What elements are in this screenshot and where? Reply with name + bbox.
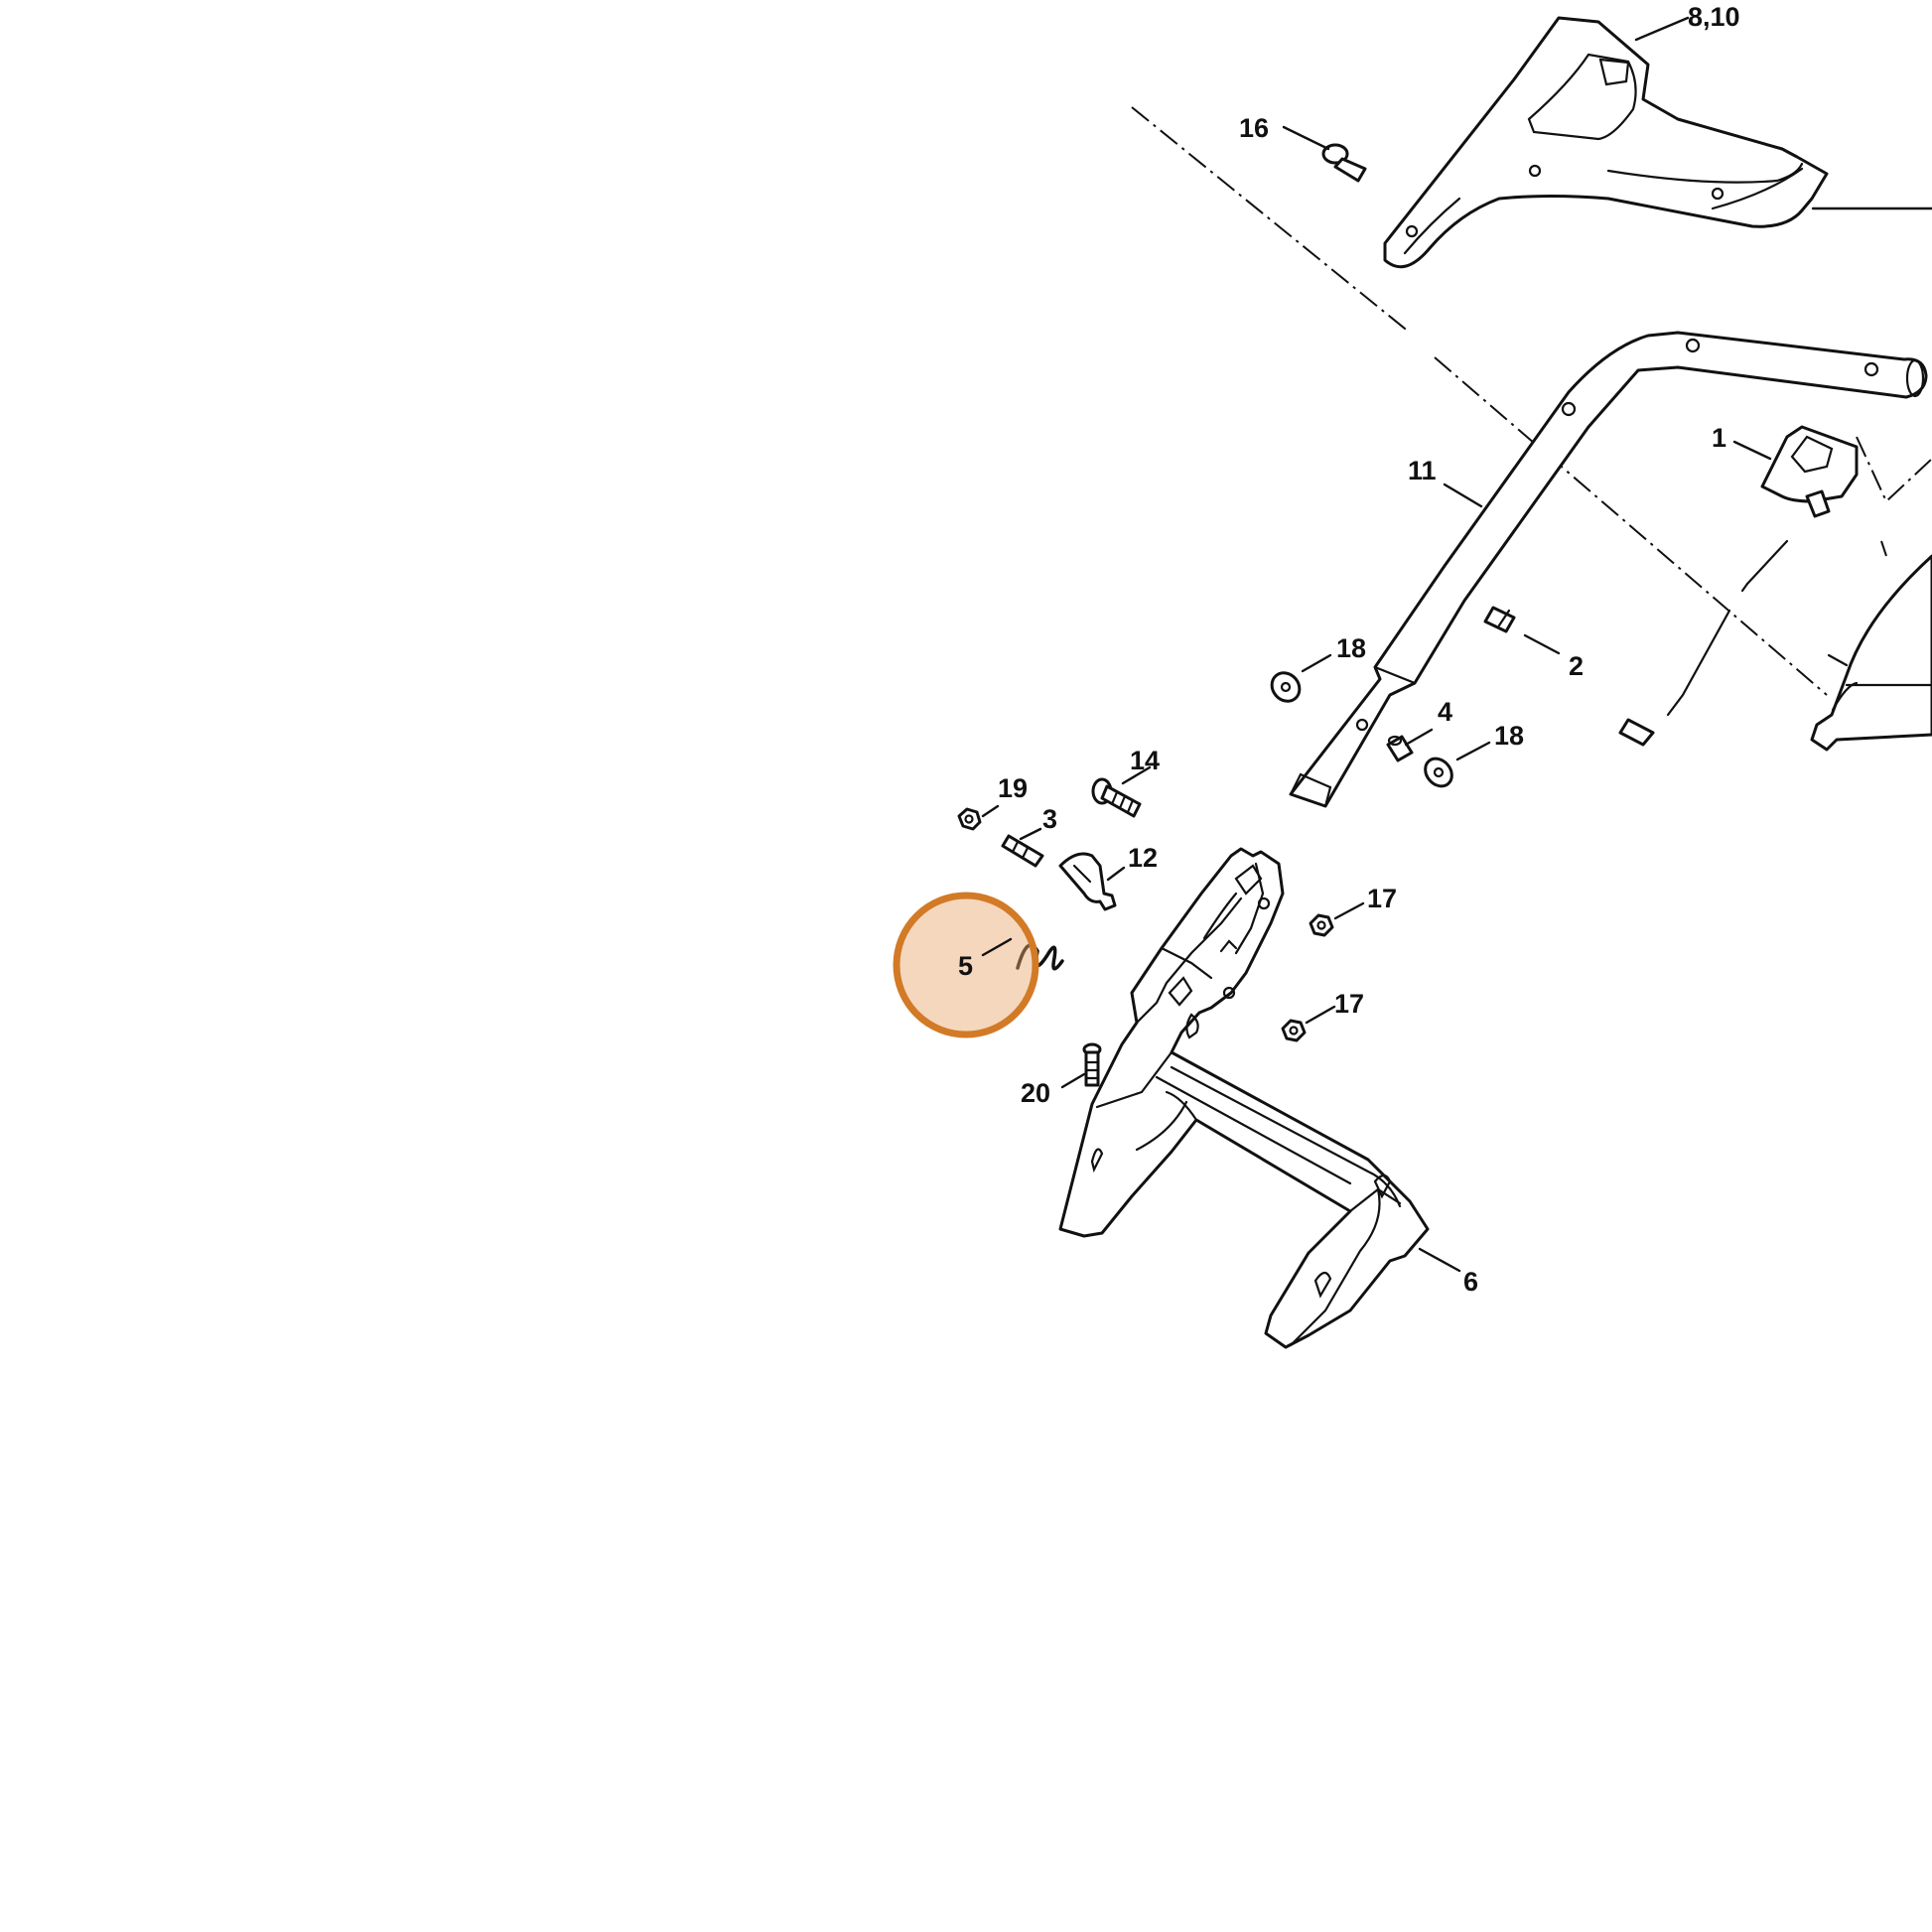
part-nut-17a[interactable] — [1309, 913, 1334, 937]
part-handle-bar[interactable] — [1289, 331, 1928, 808]
callout-3[interactable]: 3 — [1042, 804, 1057, 834]
part-right-housing — [1810, 554, 1932, 752]
part-nut-17b[interactable] — [1281, 1019, 1307, 1042]
leader-lines — [981, 16, 1932, 1273]
part-switch-housing[interactable] — [1618, 425, 1859, 747]
callout-8-10[interactable]: 8,10 — [1688, 2, 1740, 32]
part-pin-4[interactable] — [1386, 735, 1414, 762]
callout-11[interactable]: 11 — [1408, 456, 1437, 485]
callout-18a[interactable]: 18 — [1336, 633, 1366, 663]
callout-5[interactable]: 5 — [958, 951, 973, 981]
callout-14[interactable]: 14 — [1130, 746, 1160, 775]
part-washer-18a[interactable] — [1266, 667, 1305, 707]
callout-16[interactable]: 16 — [1239, 113, 1269, 143]
highlight-marker-part-5[interactable] — [893, 892, 1039, 1038]
part-screw-20[interactable] — [1082, 1042, 1102, 1087]
assembly-axis-lines — [1131, 106, 1932, 696]
callout-4[interactable]: 4 — [1438, 697, 1452, 727]
callout-19[interactable]: 19 — [998, 773, 1028, 803]
part-handle-cover[interactable] — [1383, 16, 1829, 269]
callout-17a[interactable]: 17 — [1367, 884, 1397, 913]
part-lower-frame[interactable] — [1058, 847, 1430, 1349]
callout-1[interactable]: 1 — [1712, 423, 1726, 453]
part-nut-19[interactable] — [957, 807, 982, 831]
highlight-circle[interactable] — [893, 892, 1039, 1038]
part-bolt-16[interactable] — [1321, 143, 1367, 183]
callout-12[interactable]: 12 — [1128, 843, 1158, 873]
callout-2[interactable]: 2 — [1569, 651, 1584, 681]
callout-17b[interactable]: 17 — [1334, 989, 1364, 1019]
callout-18b[interactable]: 18 — [1494, 721, 1524, 751]
part-washer-18b[interactable] — [1420, 754, 1457, 791]
part-lever-12[interactable] — [1058, 852, 1117, 911]
part-bolt-14[interactable] — [1091, 777, 1142, 818]
callout-20[interactable]: 20 — [1021, 1078, 1050, 1108]
callout-labels: 8,10 16 1 11 2 18 4 18 14 19 3 12 17 5 1… — [958, 2, 1740, 1297]
part-pin-3[interactable] — [1001, 834, 1044, 868]
part-clip-2[interactable] — [1483, 606, 1516, 633]
callout-6[interactable]: 6 — [1463, 1267, 1478, 1297]
leader-5 — [981, 937, 1013, 957]
